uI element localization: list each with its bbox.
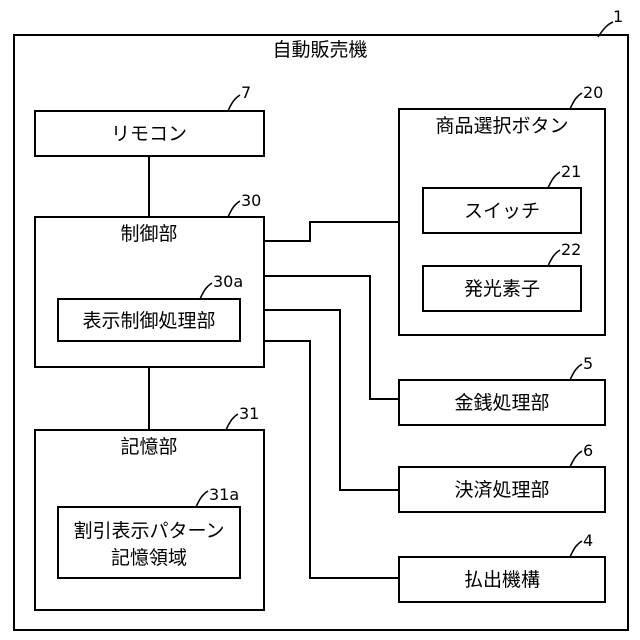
money-processing-ref: 5 bbox=[583, 354, 593, 373]
remote-control-ref: 7 bbox=[241, 83, 251, 102]
led-ref: 22 bbox=[561, 240, 581, 259]
payment-processing-block: 決済処理部 6 bbox=[399, 441, 605, 512]
product-buttons-label: 商品選択ボタン bbox=[435, 115, 568, 137]
pattern-storage-label-line1: 割引表示パターン bbox=[73, 520, 224, 542]
pattern-storage-ref: 31a bbox=[209, 485, 239, 504]
switch-label: スイッチ bbox=[464, 200, 540, 222]
wire-controller-product-buttons bbox=[264, 222, 399, 241]
led-block: 発光素子 22 bbox=[423, 240, 581, 311]
dispensing-mechanism-ref: 4 bbox=[583, 531, 593, 550]
money-processing-block: 金銭処理部 5 bbox=[399, 354, 605, 425]
storage-label: 記憶部 bbox=[120, 436, 177, 458]
controller-label: 制御部 bbox=[120, 223, 177, 245]
remote-control-block: リモコン 7 bbox=[35, 83, 264, 156]
vending-machine-label: 自動販売機 bbox=[272, 39, 367, 61]
payment-processing-ref: 6 bbox=[583, 441, 593, 460]
switch-ref: 21 bbox=[561, 162, 581, 181]
display-control-block: 表示制御処理部 30a bbox=[58, 272, 243, 341]
remote-control-label: リモコン bbox=[111, 123, 187, 145]
money-processing-label: 金銭処理部 bbox=[454, 392, 549, 414]
dispensing-mechanism-label: 払出機構 bbox=[464, 569, 540, 591]
dispensing-mechanism-block: 払出機構 4 bbox=[399, 531, 605, 602]
switch-block: スイッチ 21 bbox=[423, 162, 581, 233]
vending-machine-ref: 1 bbox=[613, 7, 623, 26]
led-label: 発光素子 bbox=[464, 278, 540, 300]
controller-ref: 30 bbox=[241, 191, 261, 210]
storage-ref: 31 bbox=[239, 404, 259, 423]
wire-controller-money bbox=[264, 276, 399, 399]
payment-processing-label: 決済処理部 bbox=[454, 479, 549, 501]
product-buttons-ref: 20 bbox=[583, 83, 603, 102]
display-control-label: 表示制御処理部 bbox=[82, 310, 215, 332]
wire-controller-dispenser bbox=[264, 341, 399, 578]
display-control-ref: 30a bbox=[213, 272, 243, 291]
pattern-storage-block: 割引表示パターン 記憶領域 31a bbox=[58, 485, 240, 578]
pattern-storage-label-line2: 記憶領域 bbox=[111, 547, 187, 569]
